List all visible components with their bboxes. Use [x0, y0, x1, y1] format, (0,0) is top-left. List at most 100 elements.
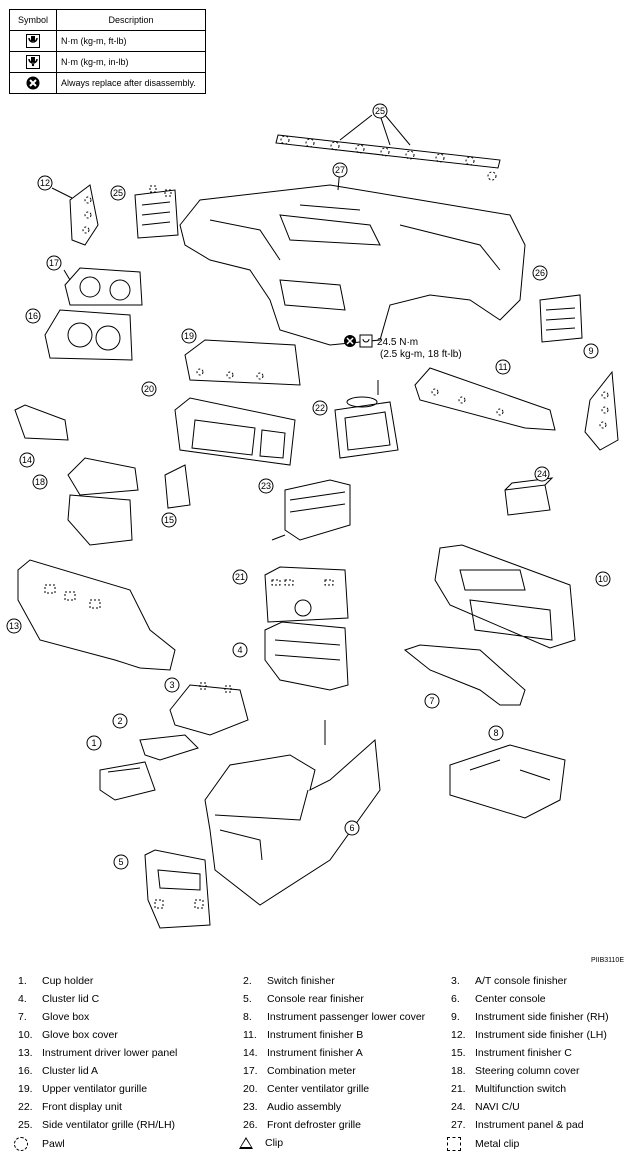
- callout-4: 4: [232, 642, 248, 658]
- legend-item: 26.Front defroster grille: [243, 1119, 361, 1131]
- callout-8: 8: [488, 725, 504, 741]
- svg-text:22: 22: [315, 403, 325, 413]
- legend-item-label: Console rear finisher: [267, 993, 364, 1005]
- svg-text:7: 7: [429, 696, 434, 706]
- legend-item: 18.Steering column cover: [451, 1065, 579, 1077]
- legend-item-number: 12.: [451, 1029, 466, 1041]
- instrument-side-finisher-lh: [51, 184, 99, 246]
- callout-12: 12: [37, 175, 53, 191]
- svg-text:25: 25: [375, 106, 385, 116]
- legend-item-number: 24.: [451, 1101, 466, 1113]
- legend-item-label: Instrument finisher C: [475, 1047, 572, 1059]
- callout-10: 10: [595, 571, 611, 587]
- callout-13: 13: [6, 618, 22, 634]
- callout-20: 20: [141, 381, 157, 397]
- legend-item-number: 4.: [18, 993, 27, 1005]
- legend-item: 24.NAVI C/U: [451, 1101, 520, 1113]
- legend-symbol-label: Clip: [265, 1137, 284, 1149]
- svg-text:14: 14: [22, 455, 32, 465]
- svg-text:24: 24: [537, 469, 547, 479]
- svg-text:16: 16: [28, 311, 38, 321]
- legend-item-label: Instrument panel & pad: [475, 1119, 584, 1131]
- legend-item-number: 19.: [18, 1083, 33, 1095]
- callout-17: 17: [46, 255, 62, 271]
- pawl-icon: [14, 1137, 28, 1151]
- legend-item: 9. Instrument side finisher (RH): [451, 1011, 609, 1023]
- svg-text:21: 21: [235, 572, 245, 582]
- legend-item-number: 16.: [18, 1065, 33, 1077]
- legend-symbol: Clip: [239, 1137, 284, 1150]
- svg-text:5: 5: [118, 857, 123, 867]
- legend-item-number: 6.: [451, 993, 460, 1005]
- svg-text:25: 25: [113, 188, 123, 198]
- legend-item: 4.Cluster lid C: [18, 993, 99, 1005]
- legend-item: 13.Instrument driver lower panel: [18, 1047, 177, 1059]
- side-ventilator-grille-lh: [134, 185, 179, 239]
- legend-item-label: Instrument passenger lower cover: [267, 1011, 426, 1023]
- legend-item-number: 22.: [18, 1101, 33, 1113]
- cluster-lid-c: [264, 621, 349, 691]
- legend-item: 20.Center ventilator grille: [243, 1083, 369, 1095]
- cluster-lid-a: [44, 309, 133, 361]
- legend-item-number: 15.: [451, 1047, 466, 1059]
- legend-item-label: Instrument driver lower panel: [42, 1047, 178, 1059]
- legend-item-label: Combination meter: [267, 1065, 356, 1077]
- legend-item-number: 2.: [243, 975, 252, 987]
- callout-19: 19: [181, 328, 197, 344]
- callout-22: 22: [312, 400, 328, 416]
- legend-item: 23.Audio assembly: [243, 1101, 341, 1113]
- legend-item-number: 14.: [243, 1047, 258, 1059]
- callout-16: 16: [25, 308, 41, 324]
- legend-item: 8.Instrument passenger lower cover: [243, 1011, 425, 1023]
- svg-text:23: 23: [261, 481, 271, 491]
- legend-item: 27.Instrument panel & pad: [451, 1119, 584, 1131]
- legend-item: 16.Cluster lid A: [18, 1065, 98, 1077]
- legend-item: 12. Instrument side finisher (LH): [451, 1029, 607, 1041]
- legend-symbol-label: Pawl: [42, 1137, 65, 1150]
- torque-value: 24.5 N·m: [377, 337, 418, 348]
- glove-box: [403, 644, 526, 706]
- legend-item-label: Instrument side finisher (LH): [475, 1029, 607, 1041]
- svg-text:8: 8: [493, 728, 498, 738]
- torque-note: 24.5 N·m (2.5 kg-m, 18 ft-lb): [344, 334, 462, 360]
- callout-23: 23: [258, 478, 274, 494]
- symbol-table: Symbol Description N·m (kg-m, ft-lb) N·m…: [9, 9, 206, 94]
- svg-text:9: 9: [588, 346, 593, 356]
- callout-14: 14: [19, 452, 35, 468]
- instrument-finisher-b: [414, 367, 556, 431]
- legend-item-number: 5.: [243, 993, 252, 1005]
- callout-11: 11: [495, 359, 511, 375]
- svg-text:19: 19: [184, 331, 194, 341]
- callout-26: 25: [372, 103, 388, 119]
- callout-25b: 26: [532, 265, 548, 281]
- svg-text:2: 2: [117, 716, 122, 726]
- legend-item: 15. Instrument finisher C: [451, 1047, 572, 1059]
- cup-holder: [99, 761, 156, 801]
- legend-item-number: 21.: [451, 1083, 466, 1095]
- symbol-row: N·m (kg-m, in-lb): [9, 51, 206, 73]
- instrument-passenger-lower-cover: [449, 744, 566, 819]
- glove-box-cover: [434, 544, 576, 649]
- legend-item: 22. Front display unit: [18, 1101, 122, 1113]
- callout-7: 7: [424, 693, 440, 709]
- callout-27: 27: [332, 162, 348, 178]
- callout-2: 2: [112, 713, 128, 729]
- legend-item: 14.Instrument finisher A: [243, 1047, 363, 1059]
- legend-item-label: Front display unit: [42, 1101, 122, 1113]
- legend-item-label: Steering column cover: [475, 1065, 580, 1077]
- legend-item-number: 9.: [451, 1011, 460, 1023]
- front-display-unit: [334, 380, 399, 459]
- side-ventilator-grille-rh: [539, 294, 583, 343]
- callout-18: 18: [32, 474, 48, 490]
- legend-symbol: Pawl: [14, 1137, 65, 1151]
- combination-meter: [63, 267, 143, 306]
- figure-id: PIIB3110E: [591, 957, 624, 964]
- always-replace-icon: [26, 76, 40, 90]
- metal-clip-icon: [447, 1137, 461, 1151]
- legend-item-number: 3.: [451, 975, 460, 987]
- legend-item-label: Instrument side finisher (RH): [475, 1011, 609, 1023]
- legend-item: 19.Upper ventilator gurille: [18, 1083, 147, 1095]
- svg-text:11: 11: [498, 362, 507, 372]
- front-defroster-grille: [275, 114, 501, 181]
- legend-item: 5. Console rear finisher: [243, 993, 364, 1005]
